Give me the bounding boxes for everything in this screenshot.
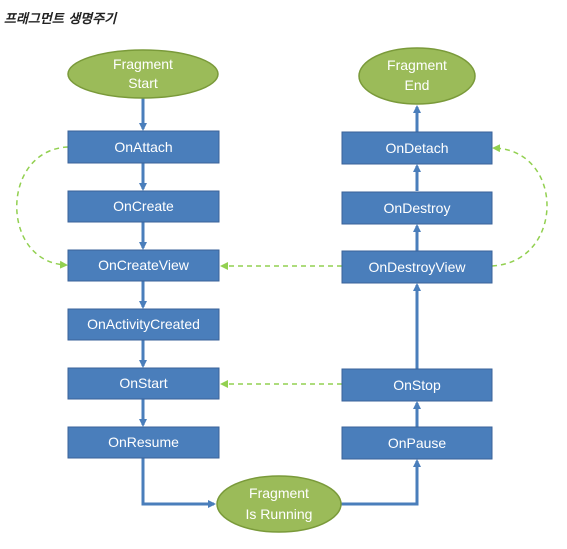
- on-create-label: OnCreate: [113, 198, 174, 214]
- node-on-pause: OnPause: [341, 426, 493, 460]
- node-on-resume: OnResume: [67, 426, 220, 459]
- on-attach-label: OnAttach: [114, 139, 172, 155]
- node-on-destroy: OnDestroy: [341, 191, 493, 225]
- on-detach-label: OnDetach: [385, 140, 448, 156]
- node-on-stop: OnStop: [341, 368, 493, 402]
- node-on-create-view: OnCreateView: [67, 249, 220, 282]
- node-fragment-running: Fragment Is Running: [216, 475, 342, 533]
- running-line2: Is Running: [246, 506, 313, 522]
- node-on-detach: OnDetach: [341, 131, 493, 165]
- end-line1: Fragment: [387, 57, 447, 73]
- diagram-title: 프래그먼트 생명주기: [4, 12, 117, 27]
- flow-arrows: [139, 98, 421, 508]
- on-start-label: OnStart: [119, 375, 167, 391]
- on-resume-label: OnResume: [108, 434, 179, 450]
- on-create-view-label: OnCreateView: [98, 257, 190, 273]
- node-on-attach: OnAttach: [67, 130, 220, 164]
- node-on-create: OnCreate: [67, 190, 220, 223]
- arrow-running-to-pause: [341, 459, 421, 506]
- node-fragment-end: Fragment End: [358, 47, 476, 105]
- on-activity-created-label: OnActivityCreated: [87, 316, 200, 332]
- node-fragment-start: Fragment Start: [67, 49, 219, 99]
- return-arrows: [16, 144, 548, 388]
- node-on-start: OnStart: [67, 367, 220, 400]
- node-on-activity-created: OnActivityCreated: [67, 308, 220, 341]
- on-destroy-label: OnDestroy: [384, 200, 451, 216]
- arrow-resume-to-running: [141, 458, 216, 508]
- on-destroy-view-label: OnDestroyView: [368, 259, 466, 275]
- end-line2: End: [405, 77, 430, 93]
- dashed-attach-to-createview: [16, 146, 69, 269]
- running-line1: Fragment: [249, 485, 309, 501]
- start-line1: Fragment: [113, 56, 173, 72]
- on-stop-label: OnStop: [393, 377, 441, 393]
- dashed-destroyview-to-detach: [491, 144, 548, 267]
- start-line2: Start: [128, 75, 158, 91]
- node-on-destroy-view: OnDestroyView: [341, 250, 493, 284]
- on-pause-label: OnPause: [388, 435, 447, 451]
